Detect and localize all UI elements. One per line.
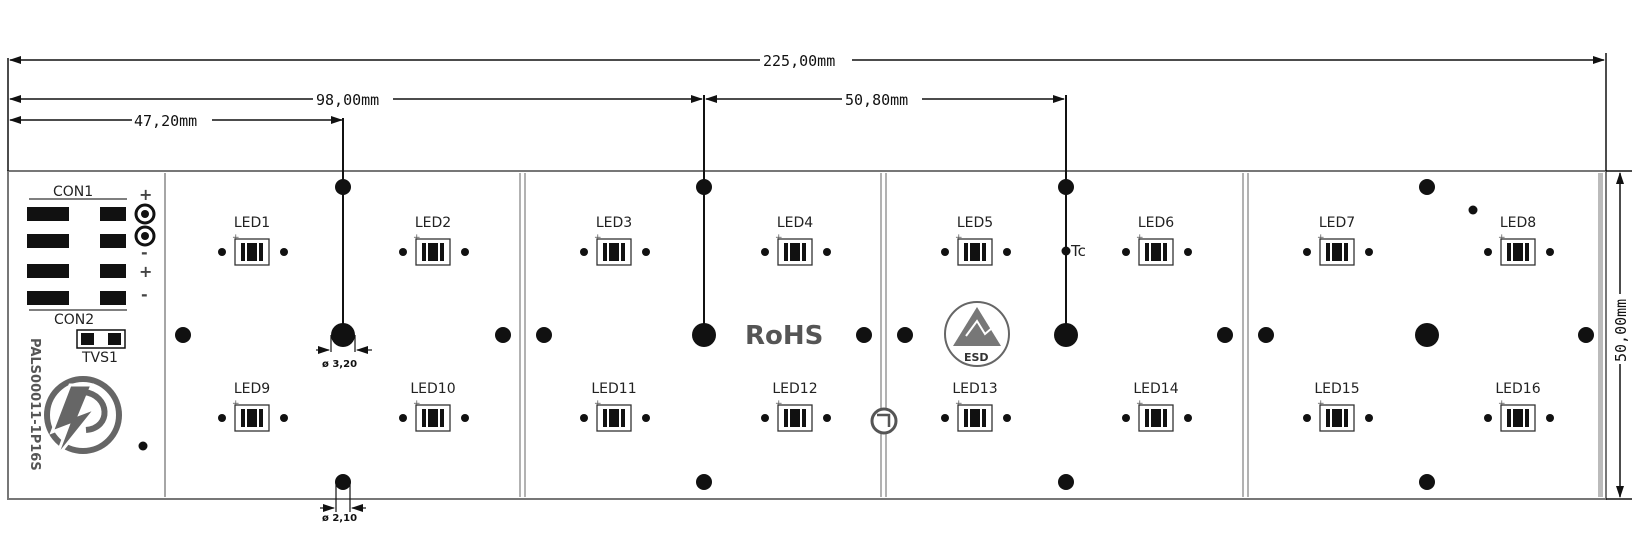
svg-text:ESD: ESD [964, 351, 989, 364]
svg-text:+: + [594, 233, 602, 243]
svg-text:-: - [141, 243, 148, 262]
section-dividers [519, 173, 1249, 497]
tvs-component: TVS1 [76, 329, 126, 366]
led-8: LED8 + [1484, 215, 1554, 266]
led-label: LED4 [777, 215, 813, 231]
led-13: LED13 + [941, 381, 1011, 432]
led-label: LED8 [1500, 215, 1536, 231]
led-label: LED16 [1495, 381, 1540, 397]
dim-98-label: 98,00mm [316, 91, 379, 109]
company-logo [44, 376, 122, 459]
svg-text:-: - [141, 285, 148, 304]
svg-text:+: + [1136, 399, 1144, 409]
tc-label: Tc [1070, 242, 1086, 260]
board-outline [7, 170, 1607, 500]
svg-text:+: + [775, 399, 783, 409]
svg-text:+: + [1498, 233, 1506, 243]
svg-text:CON2: CON2 [54, 312, 94, 328]
led-2: LED2 + [399, 215, 469, 266]
led-label: LED13 [952, 381, 997, 397]
svg-text:+: + [413, 399, 421, 409]
hole-small-label: ø 2,10 [322, 513, 357, 524]
led-label: LED10 [410, 381, 455, 397]
polarity-marks: + - + - [134, 185, 156, 304]
led-11: LED11 + [580, 381, 650, 432]
dim-50-80-label: 50,80mm [845, 91, 908, 109]
led-15: LED15 + [1303, 381, 1373, 432]
led-12: LED12 + [761, 381, 831, 432]
led-label: LED12 [772, 381, 817, 397]
led-9: LED9 + [218, 381, 288, 432]
led-16: LED16 + [1484, 381, 1554, 432]
part-number: PALS00011-1P16S [27, 338, 42, 471]
led-label: LED2 [415, 215, 451, 231]
recycle-mark [870, 407, 898, 435]
led-label: LED3 [596, 215, 632, 231]
led-14: LED14 + [1122, 381, 1192, 432]
svg-text:+: + [139, 185, 152, 204]
rohs-mark: RoHS [745, 321, 823, 351]
connector-con2: CON2 [27, 264, 127, 328]
mounting-holes [138, 179, 1594, 490]
led-1: LED1 + [218, 215, 288, 266]
led-label: LED9 [234, 381, 270, 397]
led-6: LED6 + [1122, 215, 1192, 266]
svg-text:+: + [955, 233, 963, 243]
svg-text:+: + [413, 233, 421, 243]
svg-text:+: + [232, 399, 240, 409]
led-label: LED6 [1138, 215, 1174, 231]
led-label: LED1 [234, 215, 270, 231]
svg-text:+: + [139, 262, 152, 281]
led-label: LED5 [957, 215, 993, 231]
led-label: LED11 [591, 381, 636, 397]
board-edge-strip [1598, 173, 1603, 497]
svg-text:+: + [232, 233, 240, 243]
led-7: LED7 + [1303, 215, 1373, 266]
led-3: LED3 + [580, 215, 650, 266]
led-10: LED10 + [399, 381, 469, 432]
svg-text:+: + [1317, 399, 1325, 409]
svg-text:+: + [1136, 233, 1144, 243]
svg-text:+: + [1498, 399, 1506, 409]
svg-text:TVS1: TVS1 [81, 350, 118, 366]
dim-total-label: 225,00mm [763, 52, 835, 70]
led-label: LED15 [1314, 381, 1359, 397]
svg-text:+: + [775, 233, 783, 243]
svg-text:+: + [1317, 233, 1325, 243]
dim-47-label: 47,20mm [134, 112, 197, 130]
svg-text:CON1: CON1 [53, 184, 93, 200]
svg-text:+: + [955, 399, 963, 409]
led-layer: LED1 + LED2 + LED3 + LED4 + LED5 + LED6 + LED7 + LED8 +… [218, 215, 1554, 432]
led-4: LED4 + [761, 215, 831, 266]
svg-text:+: + [594, 399, 602, 409]
connector-con1: CON1 [27, 184, 127, 248]
led-5: LED5 + [941, 215, 1011, 266]
led-label: LED14 [1133, 381, 1178, 397]
esd-symbol: ESD [944, 301, 1010, 367]
dim-height-label: 50,00mm [1612, 299, 1630, 362]
led-label: LED7 [1319, 215, 1355, 231]
hole-large-label: ø 3,20 [322, 359, 357, 370]
